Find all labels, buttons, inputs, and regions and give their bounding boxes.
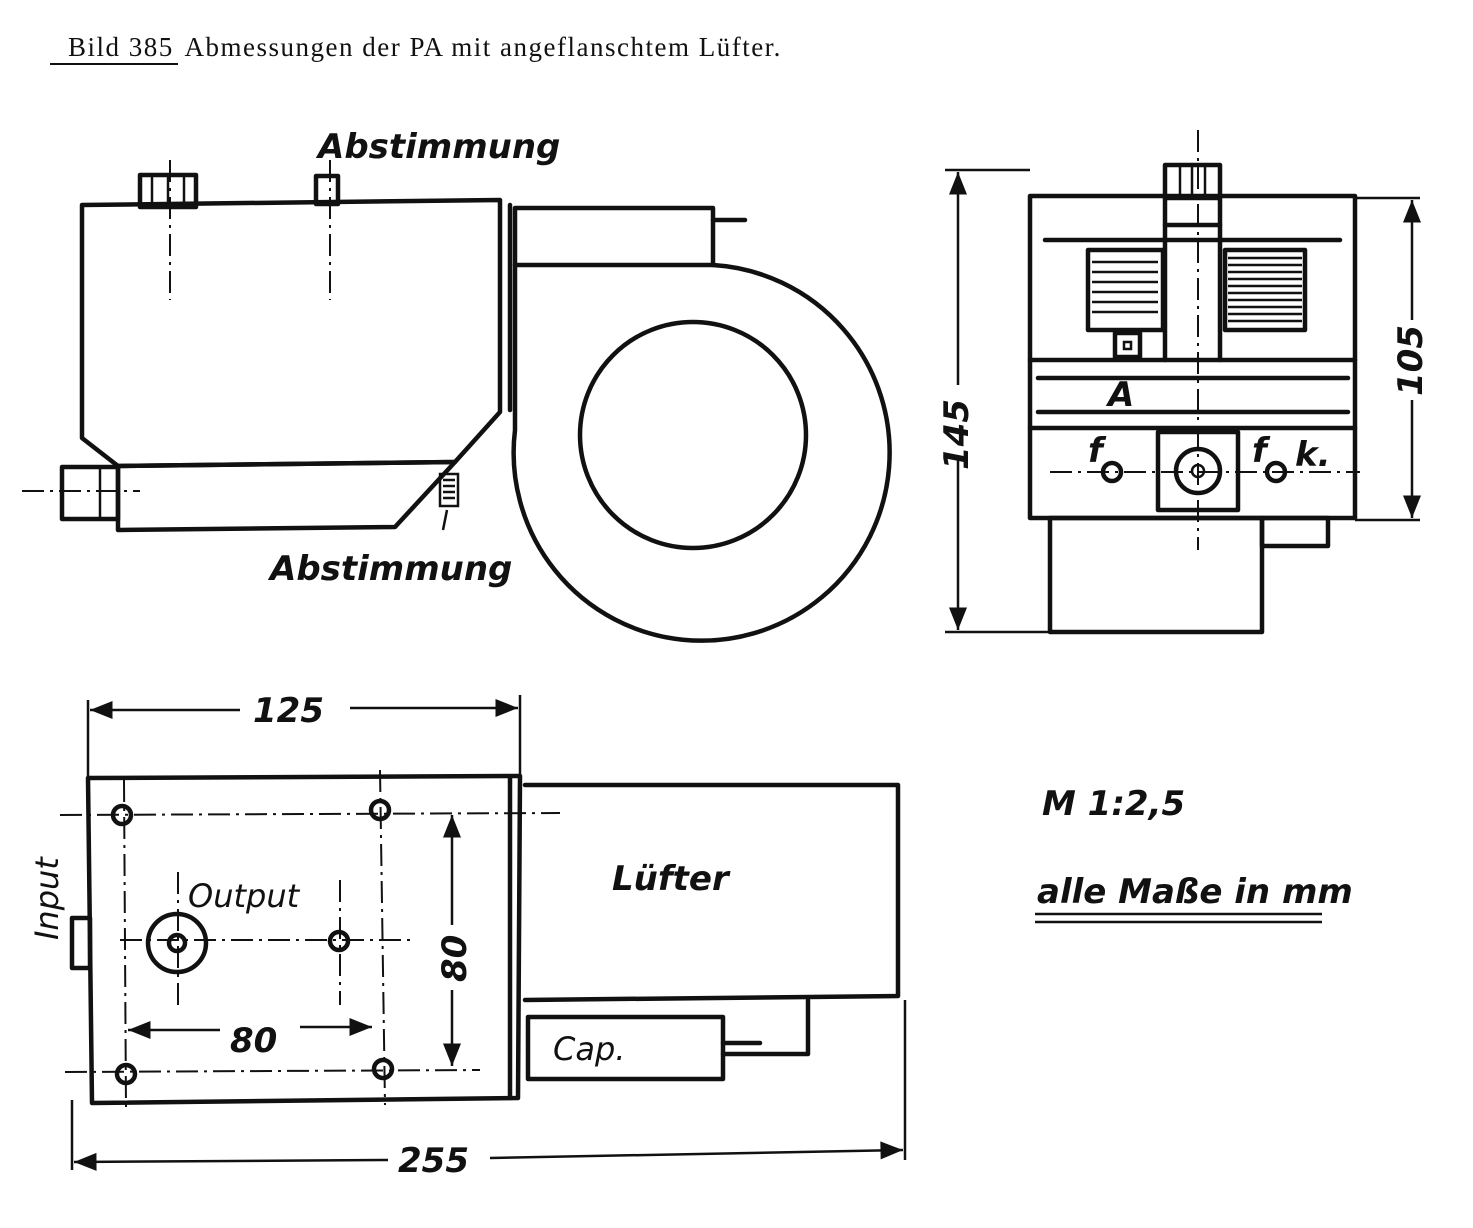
top-view: Output Input Lüfter Cap. 125 80 80 255: [28, 691, 907, 1181]
tuning-label-top: Abstimmung: [315, 127, 560, 167]
figure-caption: Bild 385 Abmessungen der PA mit angeflan…: [50, 32, 782, 65]
dim-width-255: 255: [398, 1141, 469, 1181]
cap-label: Cap.: [553, 1030, 625, 1068]
figure-title: Abmessungen der PA mit angeflanschtem Lü…: [184, 32, 782, 62]
units-note: alle Maße in mm: [1037, 872, 1353, 912]
side-view: Abstimmung Abstimmung: [22, 127, 892, 643]
label-k: k.: [1295, 435, 1331, 475]
dim-width-125: 125: [253, 691, 324, 731]
tuning-label-bottom: Abstimmung: [267, 549, 512, 589]
dim-hole-spacing-x: 80: [230, 1021, 277, 1061]
fan-label: Lüfter: [612, 859, 731, 899]
drawing-notes: M 1:2,5 alle Maße in mm: [1035, 784, 1353, 924]
output-label: Output: [188, 877, 301, 915]
label-a: A: [1105, 375, 1134, 415]
scale-note: M 1:2,5: [1042, 784, 1185, 824]
label-f-right: f: [1252, 431, 1271, 471]
dim-height-145: 145: [937, 399, 977, 470]
label-f-left: f: [1088, 431, 1107, 471]
figure-number: Bild 385: [50, 32, 178, 65]
dim-height-105: 105: [1391, 325, 1431, 396]
input-label: Input: [28, 856, 66, 940]
front-view: A f f k. 145 105: [937, 130, 1431, 635]
dim-hole-spacing-y: 80: [435, 935, 475, 982]
